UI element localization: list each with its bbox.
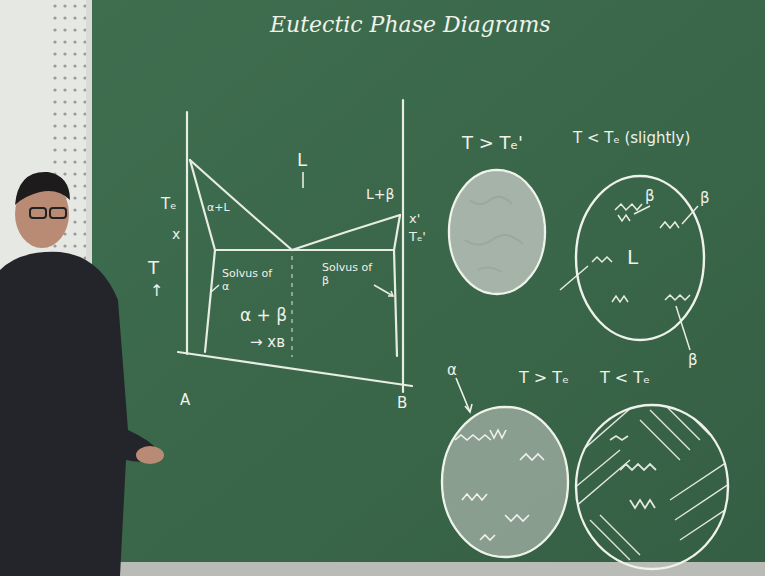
chalk-label: L+β xyxy=(366,186,394,202)
chalk-label: α+L xyxy=(207,202,230,215)
circle-outline xyxy=(565,130,715,345)
chalk-label: L xyxy=(297,150,307,171)
chalk-label: A xyxy=(180,392,190,409)
board-title: Eutectic Phase Diagrams xyxy=(270,12,551,37)
chalk-label: β xyxy=(645,188,655,205)
sample-circle: T < Tₑ (slightly) L xyxy=(565,130,715,345)
chalk-label: → xʙ xyxy=(250,334,285,351)
chalk-label: β xyxy=(688,352,698,369)
circle-outline xyxy=(576,176,704,340)
circle-heading: T > Tₑ xyxy=(519,369,569,387)
chalk-label: Solvus of β xyxy=(322,262,374,287)
chalk-label: T xyxy=(148,258,159,279)
chalk-label: α xyxy=(447,362,457,379)
circle-outline xyxy=(576,405,728,569)
chalk-label: x' xyxy=(409,212,420,227)
chalk-label: α + β xyxy=(240,306,287,326)
circle-outline xyxy=(449,170,545,294)
chalk-label: Solvus of α xyxy=(222,268,274,293)
sample-circle: T < Tₑ xyxy=(570,365,735,573)
chalk-label: Tₑ xyxy=(161,196,176,213)
chalk-label: x xyxy=(172,226,180,242)
circle-heading: T > Tₑ' xyxy=(462,133,523,154)
presenter xyxy=(0,172,164,576)
phase-label: L xyxy=(627,246,638,269)
circle-outline xyxy=(435,365,575,565)
circle-outline xyxy=(570,365,735,573)
circle-outline xyxy=(442,407,568,557)
chalk-label: B xyxy=(397,395,407,412)
circle-heading: T < Tₑ xyxy=(600,369,650,387)
sample-circle: T > Tₑ xyxy=(435,365,575,565)
circle-heading: T < Tₑ (slightly) xyxy=(573,130,690,147)
chalk-label: β xyxy=(700,190,710,207)
chalk-label: Tₑ' xyxy=(409,230,426,245)
circle-outline xyxy=(440,133,555,298)
sample-circle: T > Tₑ' xyxy=(440,133,555,298)
chalk-label: ↑ xyxy=(150,282,163,300)
